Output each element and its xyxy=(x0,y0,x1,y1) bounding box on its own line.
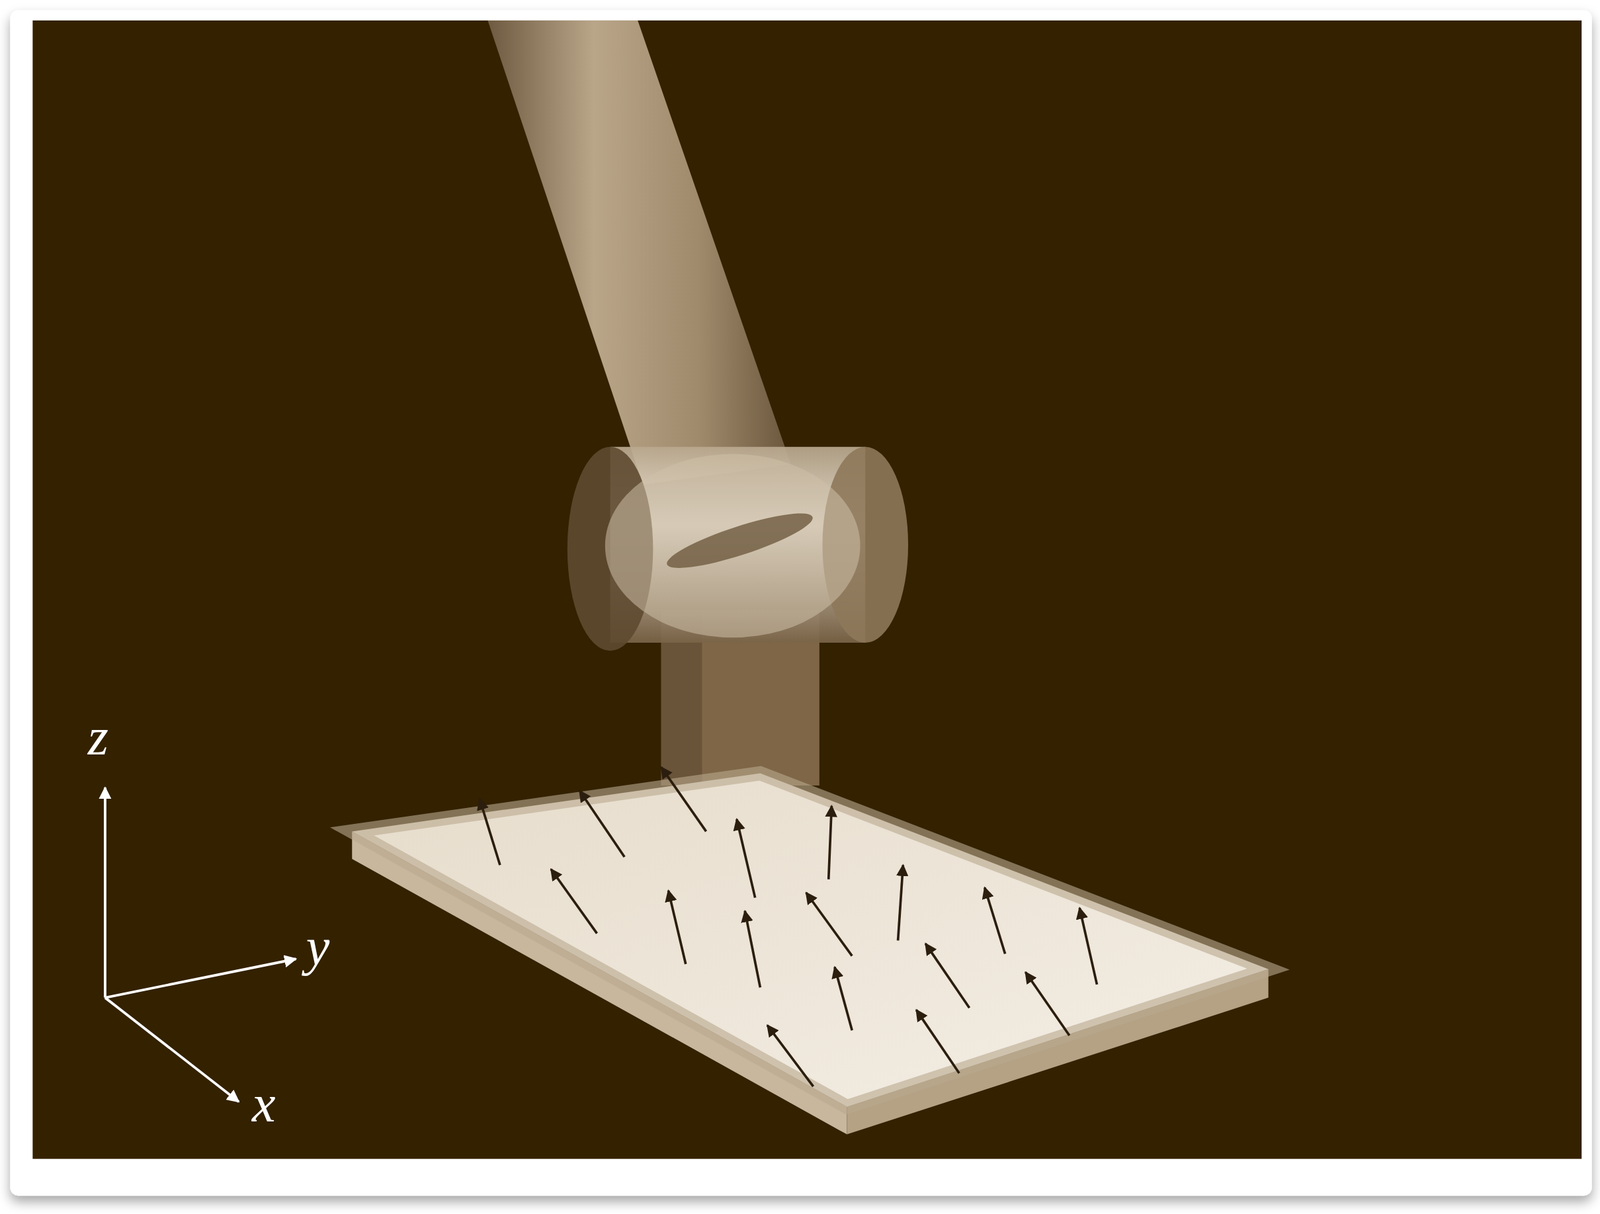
force-arrow xyxy=(661,767,707,832)
axis-label: y xyxy=(306,920,331,974)
force-arrow xyxy=(925,943,969,1009)
photo-frame xyxy=(9,10,1592,1197)
force-arrow xyxy=(767,1025,813,1088)
force-arrow xyxy=(579,791,625,858)
x-axis xyxy=(105,998,239,1102)
joint-sphere xyxy=(605,454,861,639)
force-arrow xyxy=(828,806,833,880)
force-arrow xyxy=(1025,972,1069,1036)
force-arrow xyxy=(834,967,852,1032)
force-arrow xyxy=(744,911,760,989)
force-arrow xyxy=(984,887,1006,954)
z-axis xyxy=(103,787,107,999)
force-arrow xyxy=(668,890,686,965)
axis-label: z xyxy=(87,710,109,764)
plate-edge xyxy=(351,773,1268,1107)
force-arrow xyxy=(898,865,904,941)
leg-cylinder xyxy=(487,20,791,485)
force-arrows xyxy=(479,767,1097,1087)
ankle-joint xyxy=(567,447,909,652)
force-arrow xyxy=(736,819,756,899)
force-arrow xyxy=(550,869,597,934)
plate-top xyxy=(351,773,1268,1107)
coordinate-axes xyxy=(105,787,296,1102)
force-arrow xyxy=(1079,908,1097,985)
dark-background xyxy=(32,20,1582,1160)
force-arrow xyxy=(916,1010,960,1074)
y-axis xyxy=(105,959,296,999)
axis-label: x xyxy=(252,1077,276,1131)
foot-plate xyxy=(351,773,1268,1135)
force-arrow xyxy=(479,799,501,866)
leg-link xyxy=(487,20,791,485)
force-arrow xyxy=(806,892,852,957)
joint-shadow xyxy=(662,503,817,579)
